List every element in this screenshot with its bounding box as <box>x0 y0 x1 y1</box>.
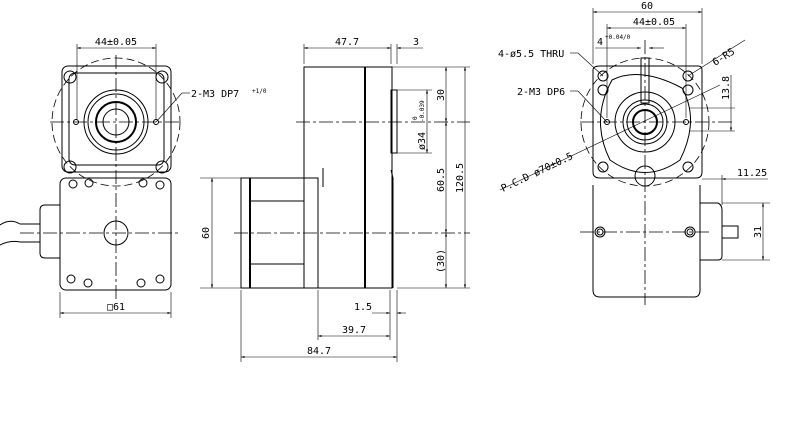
dim-bolt-spacing-rear: 44±0.05 <box>633 17 675 28</box>
rear-motor-body <box>592 185 701 298</box>
shaft-tol-lower: -0.039 <box>419 100 426 122</box>
rear-view: 60 44±0.05 4 +0.04/0 4-ø5.5 THRU 2-M3 DP… <box>498 1 770 305</box>
dim-key: 4 <box>597 37 603 48</box>
motor-body <box>59 177 172 291</box>
cable-box <box>39 204 60 259</box>
gear-flange <box>61 65 172 173</box>
dim-total-length: 84.7 <box>307 346 331 357</box>
label-tapped-holes-rear: 2-M3 DP6 <box>517 87 565 98</box>
encoder-box <box>700 202 723 261</box>
label-through-holes: 4-ø5.5 THRU <box>498 49 564 60</box>
dim-square: □61 <box>107 302 125 313</box>
dim-key-tol: +0.04/0 <box>605 34 631 41</box>
dim-total-height: 120.5 <box>455 163 466 193</box>
side-view: 60 47.7 3 ø34 0 -0.039 30 60.5 (30) 120.… <box>200 37 470 362</box>
cable <box>0 220 40 246</box>
dim-bottom-ref: (30) <box>436 249 447 273</box>
dim-encoder-height: 31 <box>753 226 764 238</box>
dim-center-distance: 60.5 <box>436 168 447 192</box>
shaft-side <box>390 89 398 154</box>
dim-body: 39.7 <box>342 325 366 336</box>
tolerance-text: +1/0 <box>252 88 267 95</box>
dim-gearbox-length: 47.7 <box>335 37 359 48</box>
dim-encoder-offset: 11.25 <box>737 168 767 179</box>
dim-flange: 3 <box>413 37 419 48</box>
label-radius: 6-R5 <box>711 46 737 68</box>
front-view: 44±0.05 2-M3 DP7 +1/0 □61 <box>0 37 267 318</box>
dim-motor-height: 60 <box>201 227 212 239</box>
label-tapped-holes: 2-M3 DP7 <box>191 89 239 100</box>
label-pcd: P.C.D ø70±0.5 <box>500 151 575 195</box>
dim-gap: 1.5 <box>354 302 372 313</box>
dim-key-height: 13.8 <box>721 76 732 100</box>
dim-shaft-diameter: ø34 <box>417 132 428 150</box>
dim-width: 60 <box>641 1 653 12</box>
dim-bolt-spacing: 44±0.05 <box>95 37 137 48</box>
pcd-leader <box>499 84 721 191</box>
shaft-tol-upper: 0 <box>412 116 419 120</box>
dim-shaft-top: 30 <box>436 89 447 101</box>
